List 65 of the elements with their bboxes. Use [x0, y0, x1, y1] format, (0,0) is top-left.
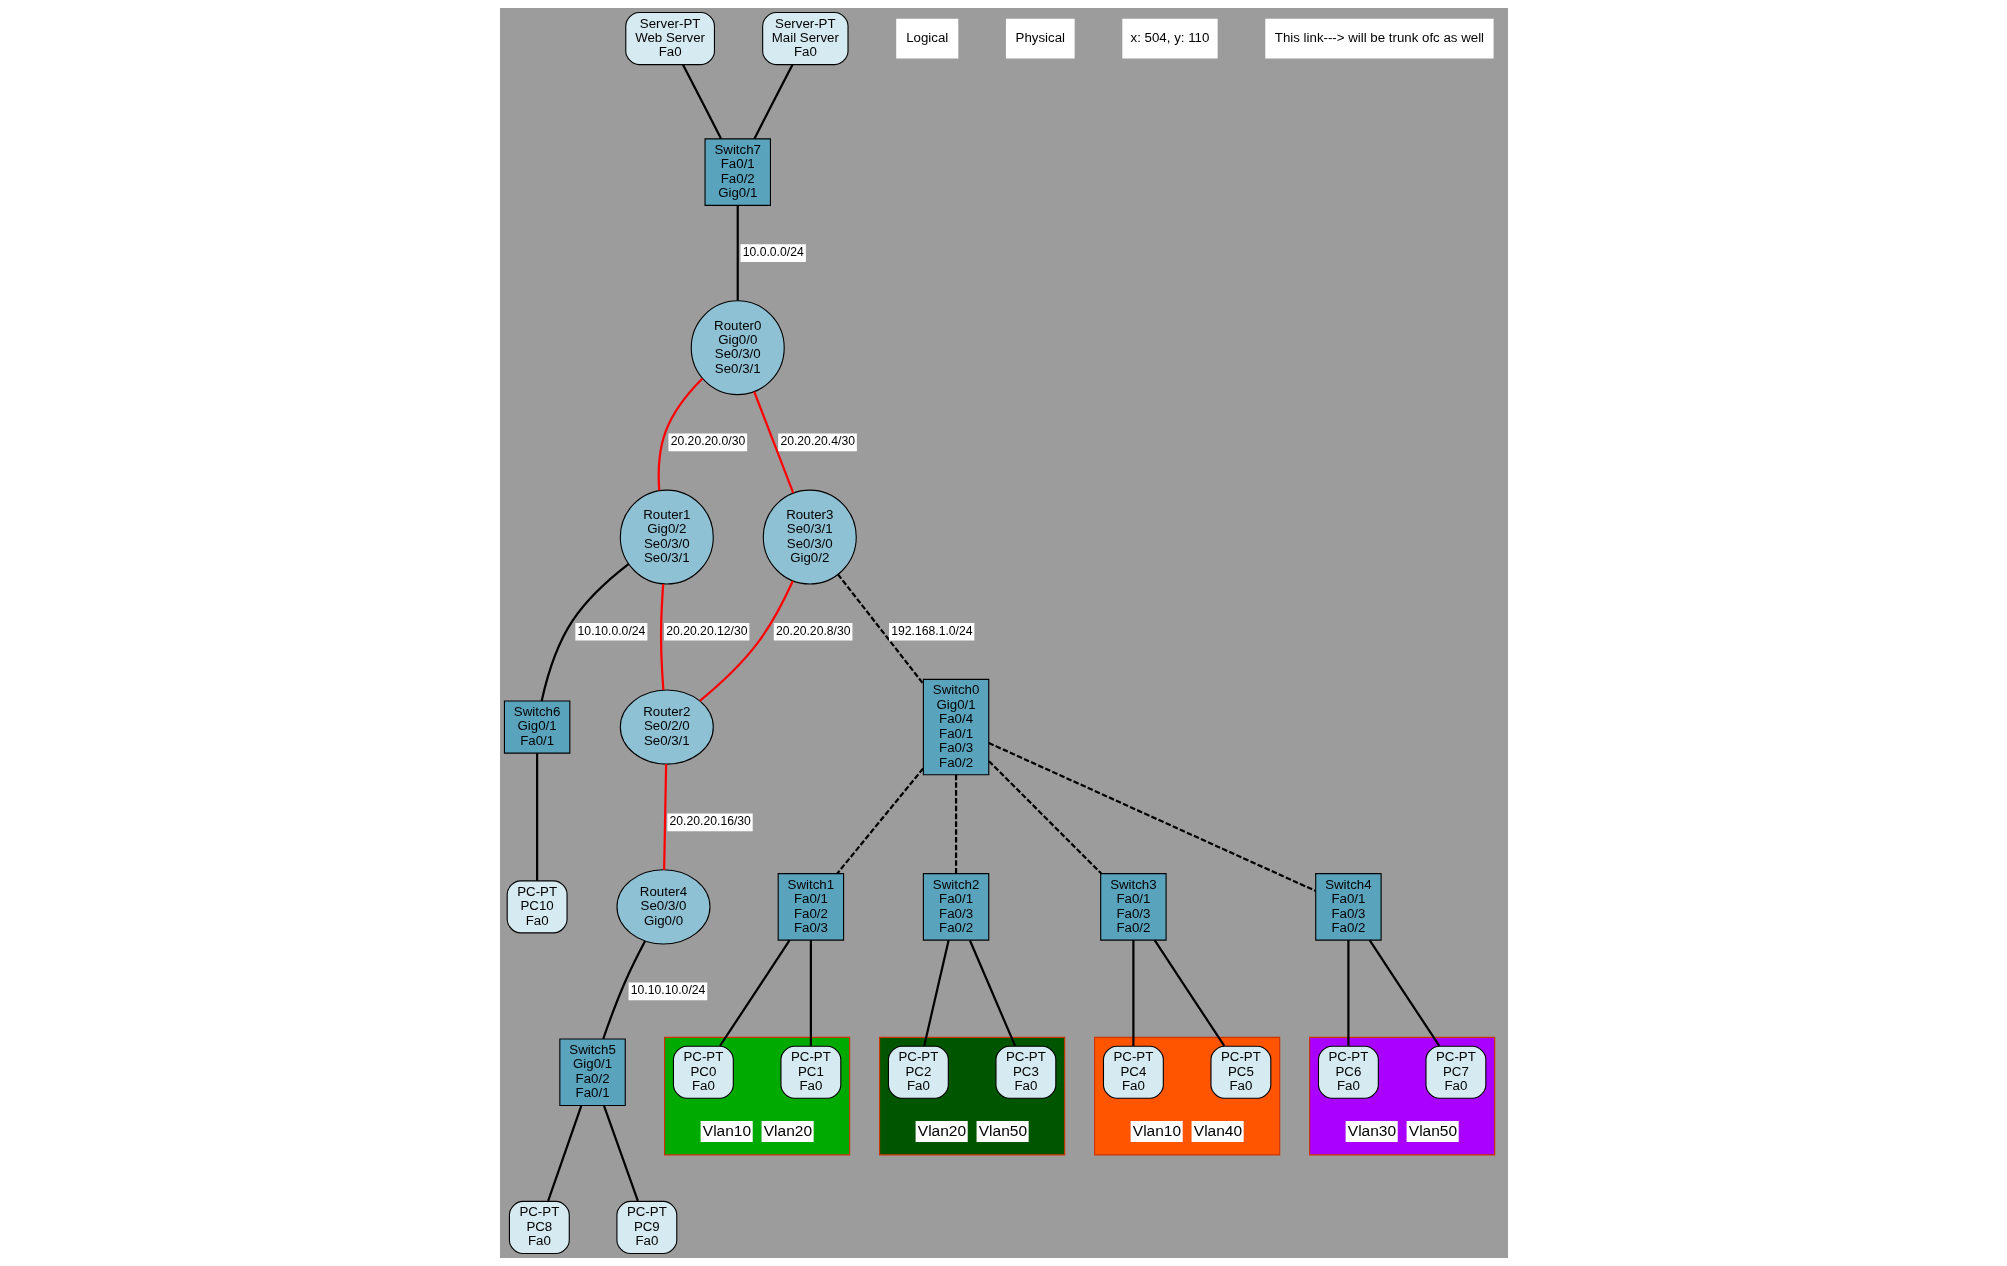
node-ellipse: Router4 Se0/3/0 Gig0/0: [615, 869, 710, 945]
connector: [1346, 940, 1349, 1046]
node-box: Server-PT Web Server Fa0: [624, 11, 715, 66]
node-box: Switch4 Fa0/1 Fa0/3 Fa0/2: [1314, 873, 1382, 941]
connector: [546, 1105, 582, 1202]
node-box: Switch3 Fa0/1 Fa0/3 Fa0/2: [1099, 873, 1167, 941]
connector: [835, 767, 924, 875]
connector: [987, 760, 1102, 875]
edge-label: 10.10.0.0/24: [577, 623, 645, 638]
node-box: Switch0 Gig0/1 Fa0/4 Fa0/1 Fa0/3 Fa0/2: [922, 678, 989, 776]
node-box: Switch5 Gig0/1 Fa0/2 Fa0/1: [558, 1038, 626, 1107]
edge-label: 20.20.20.0/30: [670, 434, 745, 449]
node-circle: Router0 Gig0/0 Se0/3/0 Se0/3/1: [690, 300, 785, 396]
connector: [954, 774, 957, 874]
connector: [601, 940, 646, 1040]
edge-label: 20.20.20.8/30: [775, 623, 851, 638]
node-box: PC-PT PC5 Fa0: [1209, 1045, 1271, 1099]
node-box: Switch6 Gig0/1 Fa0/1: [503, 700, 570, 754]
connector: [1153, 939, 1225, 1047]
node-box: PC-PT PC4 Fa0: [1102, 1045, 1164, 1099]
connector: [662, 764, 667, 870]
connector: [602, 1105, 639, 1202]
connector: [752, 64, 793, 140]
connector: [836, 573, 924, 685]
node-box: Server-PT Mail Server Fa0: [761, 11, 849, 66]
edge-label: 20.20.20.4/30: [779, 434, 855, 449]
label: Physical: [1015, 30, 1065, 46]
connector: [657, 377, 703, 491]
connector: [681, 64, 722, 140]
connector: [1131, 940, 1134, 1046]
connector: [736, 205, 739, 301]
connector: [659, 583, 664, 690]
connector: [698, 580, 794, 702]
node-box: Switch7 Fa0/1 Fa0/2 Gig0/1: [704, 138, 771, 206]
edge-label: 20.20.20.12/30: [665, 623, 748, 638]
node-box: PC-PT PC1 Fa0: [779, 1045, 841, 1099]
connector: [540, 563, 629, 702]
connector: [922, 939, 950, 1047]
edge-label: 10.10.10.0/24: [630, 983, 705, 998]
edge-label: 192.168.1.0/24: [890, 623, 973, 638]
node-box: PC-PT PC9 Fa0: [615, 1200, 677, 1255]
node-box: PC-PT PC0 Fa0: [672, 1045, 734, 1099]
edge-label: 20.20.20.16/30: [669, 814, 751, 829]
edge-label: 10.0.0.0/24: [742, 245, 804, 260]
node-box: PC-PT PC6 Fa0: [1317, 1045, 1379, 1099]
connector: [987, 742, 1316, 892]
node-box: PC-PT PC2 Fa0: [887, 1045, 949, 1099]
node-circle: Router1 Gig0/2 Se0/3/0 Se0/3/1: [619, 489, 714, 585]
connector: [718, 939, 791, 1047]
node-box: PC-PT PC7 Fa0: [1424, 1045, 1486, 1099]
node-box: Switch1 Fa0/1 Fa0/2 Fa0/3: [777, 873, 844, 941]
label: x: 504, y: 110: [1130, 30, 1209, 46]
connector: [1368, 939, 1440, 1047]
label: Logical: [905, 30, 948, 46]
connector: [968, 939, 1016, 1047]
node-box: PC-PT PC10 Fa0: [506, 880, 568, 934]
node-ellipse: Router2 Se0/2/0 Se0/3/1: [619, 689, 714, 765]
connector: [809, 940, 812, 1046]
node-box: PC-PT PC8 Fa0: [508, 1200, 570, 1255]
node-box: Switch2 Fa0/1 Fa0/3 Fa0/2: [922, 873, 989, 941]
connector: [535, 753, 538, 881]
node-box: PC-PT PC3 Fa0: [994, 1045, 1056, 1099]
label: This link---> will be trunk ofc as well: [1274, 30, 1484, 46]
node-circle: Router3 Se0/3/1 Se0/3/0 Gig0/2: [762, 489, 857, 585]
connector: [752, 391, 794, 494]
